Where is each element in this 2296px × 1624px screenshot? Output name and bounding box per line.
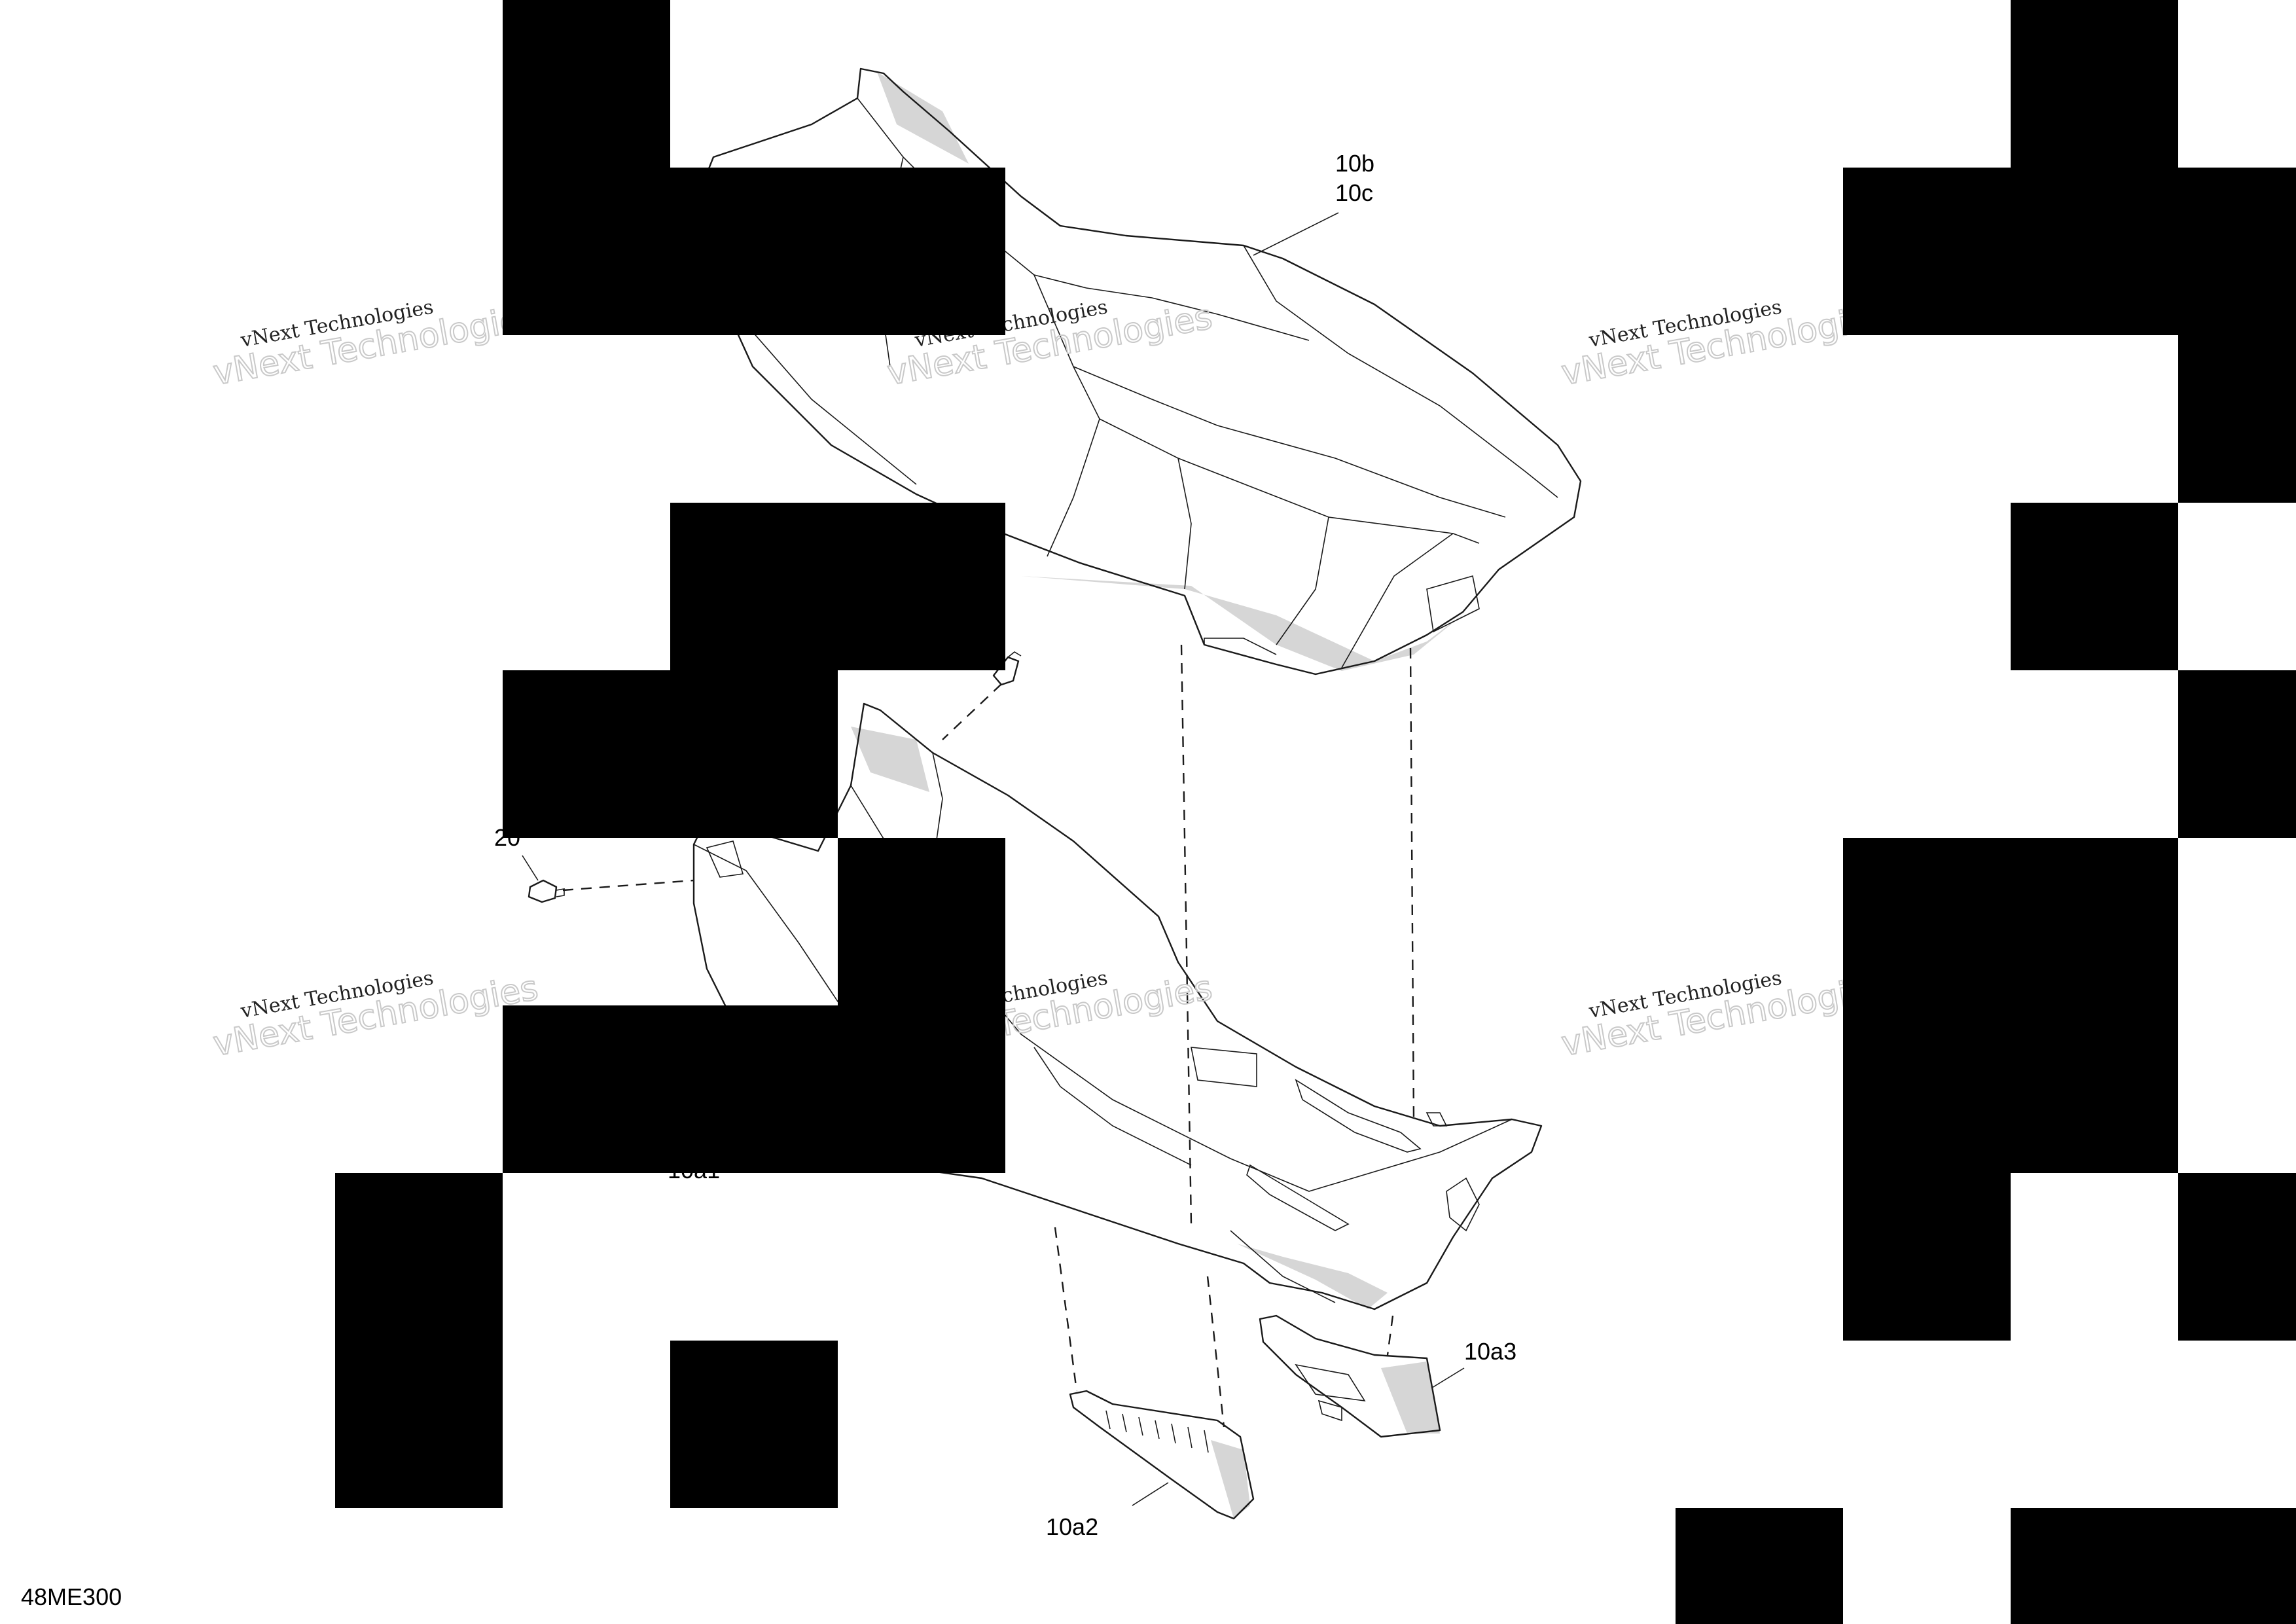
callout-10b: 10b [1335, 150, 1374, 177]
redaction-blocks [335, 0, 2296, 1624]
callout-10a3: 10a3 [1464, 1338, 1516, 1365]
seat-cover-upper [702, 67, 1582, 676]
watermark-group: vNext Technologies vNext Technologies vN… [209, 296, 1890, 1065]
callout-10c: 10c [1335, 179, 1373, 206]
fastener-20-b [992, 651, 1022, 686]
fastener-20-a [528, 879, 565, 903]
callout-10a2: 10a2 [1046, 1513, 1098, 1540]
leader-lines [522, 212, 1465, 1506]
assembly-lines [562, 644, 1415, 1428]
bracket-10a2 [1069, 1390, 1255, 1520]
bracket-10a3 [1259, 1314, 1441, 1438]
diagram-code: 48ME300 [21, 1583, 122, 1610]
